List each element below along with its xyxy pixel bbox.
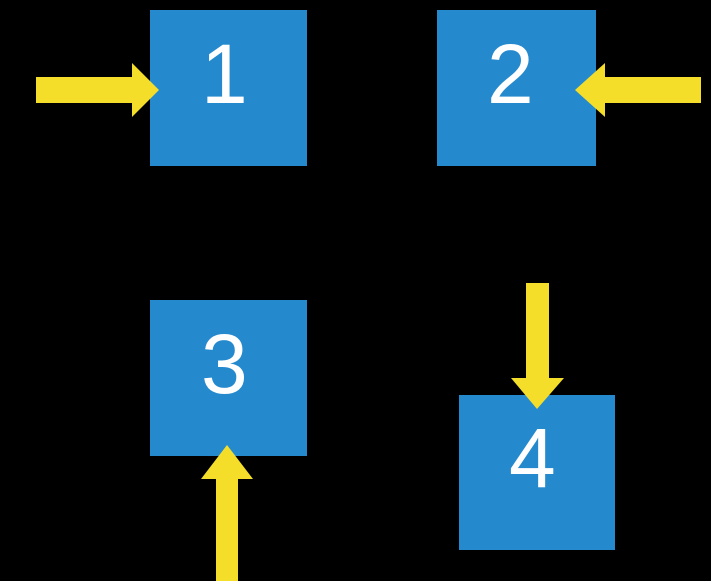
node-label-4: 4 (509, 411, 556, 505)
node-box-4[interactable] (459, 395, 615, 550)
arrow-up-into-box-3 (201, 445, 253, 581)
arrow-right-into-box-1 (36, 63, 159, 117)
node-box-1[interactable] (150, 10, 307, 166)
node-label-3: 3 (201, 317, 248, 411)
arrow-left-into-box-2 (575, 63, 701, 117)
arrow-down-into-box-4 (511, 283, 564, 409)
node-box-3[interactable] (150, 300, 307, 456)
node-label-1: 1 (201, 27, 248, 121)
node-box-2[interactable] (437, 10, 596, 166)
node-label-2: 2 (487, 27, 534, 121)
